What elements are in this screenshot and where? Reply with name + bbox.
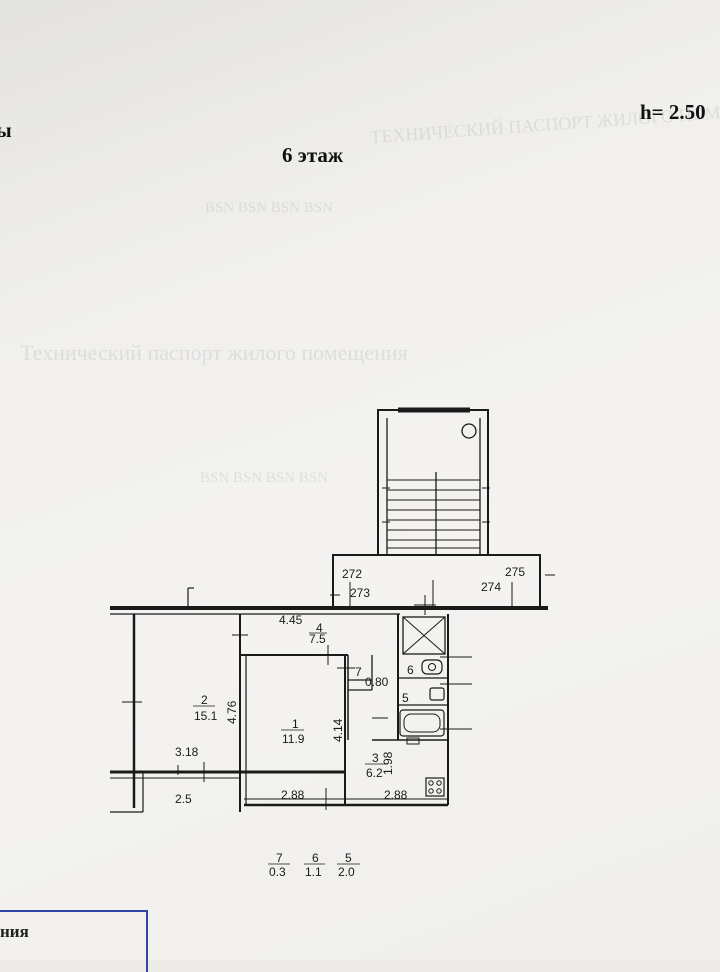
stair-label: 273 xyxy=(350,586,370,600)
stove-icon xyxy=(425,777,445,797)
area-summary: 7 0.3 6 1.1 5 2.0 xyxy=(268,851,360,879)
room-1-number: 1 xyxy=(292,717,299,731)
sink-icon xyxy=(429,687,445,701)
wall-marks xyxy=(122,595,472,810)
hatch-icon xyxy=(461,423,477,439)
dimension-label: 2.88 xyxy=(384,788,408,802)
legend-fragment: ния xyxy=(0,922,29,941)
dimension-label: 2.5 xyxy=(175,792,192,806)
room-3-area: 6.2 xyxy=(366,766,383,780)
room-1-area: 11.9 xyxy=(282,732,305,746)
legend-box xyxy=(0,910,148,972)
stair-steps xyxy=(387,479,480,549)
kitchen-sink-icon xyxy=(406,737,420,745)
summary-number: 7 xyxy=(276,851,283,865)
stair-label: 275 xyxy=(505,565,525,579)
stair-label: 272 xyxy=(342,567,362,581)
summary-area: 1.1 xyxy=(305,865,322,879)
room-7-number: 7 xyxy=(355,665,362,679)
landing xyxy=(330,554,555,607)
floor-title: 6 этаж xyxy=(282,143,344,167)
room-2-area: 15.1 xyxy=(194,709,218,723)
ventilation-shaft xyxy=(402,616,446,655)
ceiling-height-label: h= 2.50 xyxy=(640,100,706,124)
watermark-text: BSN BSN BSN BSN xyxy=(205,200,333,216)
room-5-number: 5 xyxy=(402,691,409,705)
dimension-label: 4.76 xyxy=(225,700,239,724)
apartment-walls xyxy=(110,614,448,813)
dimension-label: 3.18 xyxy=(175,745,199,759)
room-4-number: 4 xyxy=(316,621,323,635)
header-left-fragment: ы xyxy=(0,120,12,142)
dimension-label: 4.45 xyxy=(279,613,303,627)
bathtub-icon xyxy=(399,709,445,737)
summary-area: 0.3 xyxy=(269,865,286,879)
stairwell xyxy=(377,407,490,556)
dimension-label: 0.80 xyxy=(365,675,389,689)
summary-area: 2.0 xyxy=(338,865,355,879)
dimension-label: 2.88 xyxy=(281,788,305,802)
dimension-label: 4.14 xyxy=(331,718,345,742)
watermark-text: BSN BSN BSN BSN xyxy=(200,470,328,486)
toilet-icon xyxy=(421,659,443,675)
dimension-label: 1.98 xyxy=(381,751,395,775)
bathroom-block xyxy=(347,614,449,805)
stair-label: 274 xyxy=(481,580,501,594)
summary-number: 5 xyxy=(345,851,352,865)
room-3-number: 3 xyxy=(372,751,379,765)
room-4-area: 7.5 xyxy=(309,632,326,646)
room-6-number: 6 xyxy=(407,663,414,677)
room-2-number: 2 xyxy=(201,693,208,707)
watermark-text: Технический паспорт жилого помещения xyxy=(20,340,408,365)
summary-number: 6 xyxy=(312,851,319,865)
